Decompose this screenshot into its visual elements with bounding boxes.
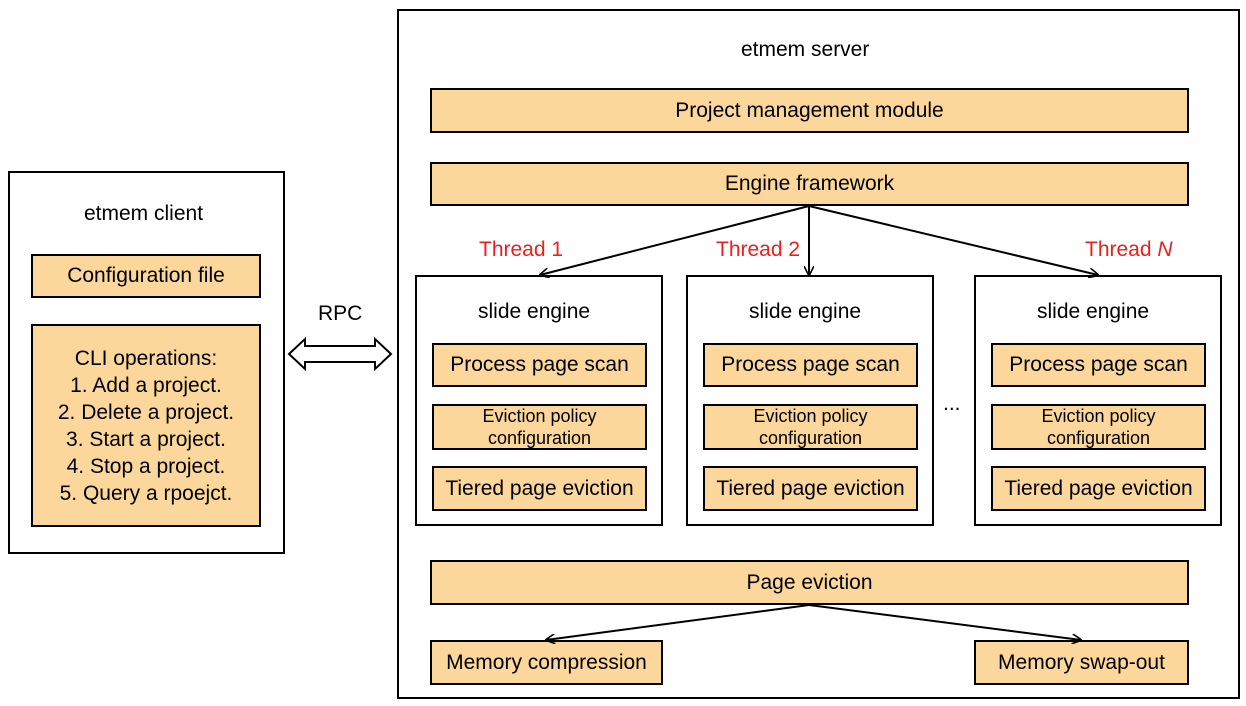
eviction-policy-configuration-box: Eviction policy configuration [991,404,1206,450]
process-page-scan-box: Process page scan [703,343,918,387]
etmem-server-title: etmem server [741,38,870,61]
thread-n-label: Thread N [1085,238,1173,261]
cli-operations-box: CLI operations: 1. Add a project. 2. Del… [31,324,261,527]
engine-framework-box: Engine framework [430,162,1189,206]
cli-line: CLI operations: [74,346,218,370]
cli-line: 1. Add a project. [70,373,222,397]
cli-line: 2. Delete a project. [57,400,235,424]
eviction-policy-configuration-box: Eviction policy configuration [703,404,918,450]
etmem-client-title: etmem client [84,202,204,225]
page-eviction-box: Page eviction [430,560,1189,605]
rpc-double-arrow [287,336,393,372]
memory-compression-box: Memory compression [430,640,663,685]
tiered-page-eviction-box: Tiered page eviction [432,466,647,511]
eviction-policy-configuration-box: Eviction policy configuration [432,404,647,450]
slide-engine-1-title: slide engine [478,300,591,323]
process-page-scan-box: Process page scan [991,343,1206,387]
memory-swap-out-box: Memory swap-out [974,640,1189,685]
slide-engine-n-title: slide engine [1037,300,1150,323]
thread-2-label: Thread 2 [716,238,801,261]
thread-1-label: Thread 1 [479,238,564,261]
cli-line: 4. Stop a project. [66,454,226,478]
slide-engine-2-title: slide engine [749,300,862,323]
process-page-scan-box: Process page scan [432,343,647,387]
tiered-page-eviction-box: Tiered page eviction [991,466,1206,511]
cli-line: 5. Query a rpoejct. [59,481,233,505]
rpc-label: RPC [318,302,363,325]
cli-line: 3. Start a project. [66,427,226,451]
engines-ellipsis: ... [943,392,961,415]
project-management-module-box: Project management module [430,88,1189,133]
tiered-page-eviction-box: Tiered page eviction [703,466,918,511]
configuration-file-box: Configuration file [31,254,261,298]
